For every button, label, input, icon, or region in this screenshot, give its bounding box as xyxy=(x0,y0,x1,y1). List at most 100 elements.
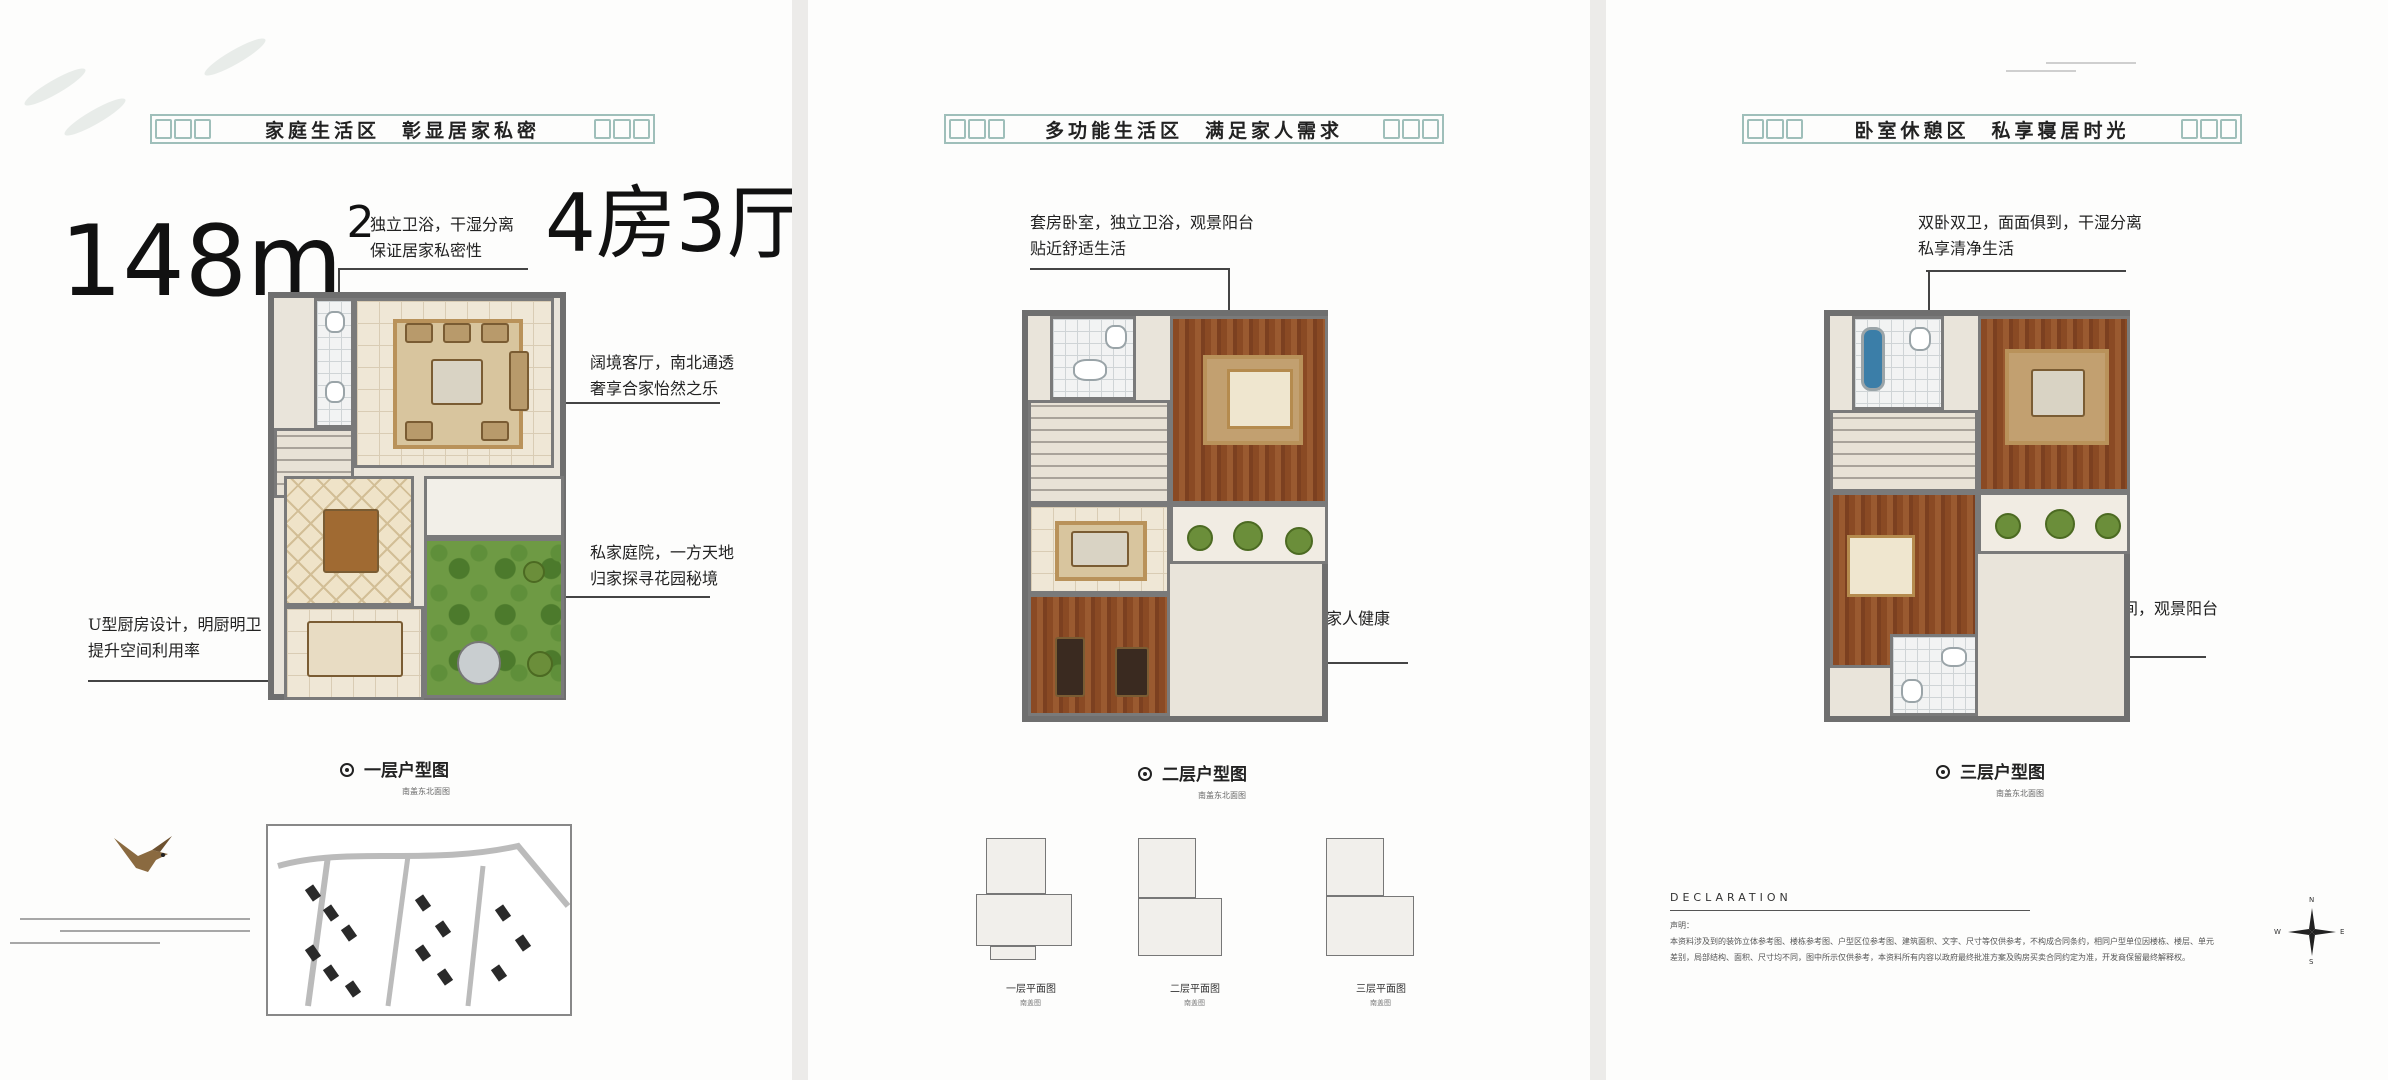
armchair-icon xyxy=(443,323,471,343)
area-title: 148m2 xyxy=(60,168,375,317)
plant-icon xyxy=(1187,525,1213,551)
mini-plan-subcaption: 南盖图 xyxy=(1184,999,1205,1007)
lattice-ornament-left xyxy=(946,116,1008,142)
floor-plan-2 xyxy=(1022,310,1328,722)
compass-star-icon xyxy=(2288,908,2336,956)
living-annotation: 阔境客厅，南北通透 奢享合家怡然之乐 xyxy=(590,353,735,398)
plan-caption: 三层户型图 xyxy=(1936,758,2045,783)
room-layout-title: 4房3厅4卫 xyxy=(545,177,792,270)
banner-subtitle: 彰显居家私密 xyxy=(402,119,541,142)
plant-icon xyxy=(2045,509,2075,539)
sink-icon xyxy=(1073,359,1107,381)
declaration-rule xyxy=(1670,910,2030,911)
gym-equipment-icon xyxy=(1115,647,1149,697)
lattice-ornament-right xyxy=(1380,116,1442,142)
plan-caption: 一层户型图 xyxy=(340,756,449,781)
lattice-ornament-right xyxy=(2178,116,2240,142)
bullet-icon xyxy=(340,763,354,777)
leader-line xyxy=(1228,268,1230,332)
armchair-icon xyxy=(405,421,433,441)
leader-line xyxy=(1928,270,1930,346)
desk-icon xyxy=(2031,369,2085,417)
section-banner: 多功能生活区满足家人需求 xyxy=(944,114,1444,144)
decorative-line xyxy=(2006,70,2076,72)
mini-plan-subcaption: 南盖图 xyxy=(1020,999,1041,1007)
master-bathroom xyxy=(1890,634,1978,716)
view-balcony xyxy=(1170,504,1328,564)
home-gym xyxy=(1028,594,1170,716)
bird-icon xyxy=(114,836,172,872)
wave-line-decoration xyxy=(60,930,250,932)
kitchen xyxy=(284,606,424,700)
floor-plan-1 xyxy=(268,292,566,700)
toilet-icon xyxy=(1909,327,1931,351)
site-plan-roads xyxy=(277,842,570,1007)
sink-icon xyxy=(1941,647,1967,667)
declaration-body: 本资料涉及到的装饰立体参考图、楼栋参考图、户型区位参考图、建筑面积、文字、尺寸等… xyxy=(1670,937,2214,962)
plan-subcaption: 南盖东北面图 xyxy=(1198,791,1246,800)
suite-annotation: 套房卧室，独立卫浴，观景阳台 贴近舒适生活 xyxy=(1030,213,1255,258)
armchair-icon xyxy=(481,323,509,343)
family-lounge xyxy=(1028,504,1170,594)
plant-icon xyxy=(1233,521,1263,551)
shrub-icon xyxy=(527,651,553,677)
staircase xyxy=(1028,400,1170,504)
bamboo-leaf-decoration xyxy=(61,93,129,141)
twin-bedroom-annotation: 双卧双卫，面面俱到，干湿分离 私享清净生活 xyxy=(1918,213,2143,258)
kitchen-annotation: U型厨房设计，明厨明卫 提升空间利用率 xyxy=(88,615,262,660)
plan-caption: 二层户型图 xyxy=(1138,760,1247,785)
mini-plan-label: 二层平面图 xyxy=(1170,984,1220,995)
living-room xyxy=(354,298,554,468)
plan-subcaption: 南盖东北面图 xyxy=(1996,789,2044,798)
plant-icon xyxy=(2095,513,2121,539)
leader-line xyxy=(510,402,720,404)
shrub-icon xyxy=(523,561,545,583)
bathroom xyxy=(1050,316,1136,400)
mini-plan-3 xyxy=(1326,838,1422,956)
private-garden xyxy=(424,538,564,698)
floor-plan-3 xyxy=(1824,310,2130,722)
umbrella-icon xyxy=(457,641,501,685)
suite-bedroom xyxy=(1170,316,1328,504)
mini-plan-subcaption: 南盖图 xyxy=(1370,999,1391,1007)
banner-title: 家庭生活区 xyxy=(264,119,380,142)
banner-title: 多功能生活区 xyxy=(1044,119,1183,142)
leader-line xyxy=(510,596,710,598)
lattice-ornament-left xyxy=(152,116,214,142)
leader-line xyxy=(1030,268,1230,270)
toilet-icon xyxy=(325,381,345,403)
armchair-icon xyxy=(405,323,433,343)
plant-icon xyxy=(1285,527,1313,555)
leader-line xyxy=(338,268,340,298)
compass-west-label: W xyxy=(2274,928,2281,936)
mini-plan-label: 三层平面图 xyxy=(1356,984,1406,995)
section-banner: 卧室休憩区私享寝居时光 xyxy=(1742,114,2242,144)
toilet-icon xyxy=(325,311,345,333)
compass-south-label: S xyxy=(2309,958,2314,966)
garden-annotation: 私家庭院，一方天地 归家探寻花园秘境 xyxy=(590,543,735,588)
dining-table-icon xyxy=(323,509,379,573)
mini-plan-2 xyxy=(1138,838,1238,956)
banner-title: 卧室休憩区 xyxy=(1854,119,1970,142)
plan-subcaption: 南盖东北面图 xyxy=(402,787,450,796)
entry-corridor xyxy=(424,476,564,538)
rug xyxy=(2005,349,2109,445)
leader-line xyxy=(338,268,528,270)
decorative-line xyxy=(2046,62,2136,64)
bullet-icon xyxy=(1936,765,1950,779)
banner-subtitle: 满足家人需求 xyxy=(1205,119,1344,142)
armchair-icon xyxy=(481,421,509,441)
gym-equipment-icon xyxy=(1055,637,1085,697)
bamboo-leaf-decoration xyxy=(21,63,89,111)
declaration-title: DECLARATION xyxy=(1670,891,1792,904)
toilet-icon xyxy=(1105,325,1127,349)
mini-plan-1 xyxy=(976,838,1084,960)
wave-line-decoration xyxy=(10,942,160,944)
bathroom xyxy=(1852,316,1944,410)
compass-rose-icon: N S E W xyxy=(2274,896,2345,966)
kitchen-counter-icon xyxy=(307,621,403,677)
mini-plan-label: 一层平面图 xyxy=(1006,984,1056,995)
banner-subtitle: 私享寝居时光 xyxy=(1991,119,2130,142)
compass-east-label: E xyxy=(2340,928,2345,936)
